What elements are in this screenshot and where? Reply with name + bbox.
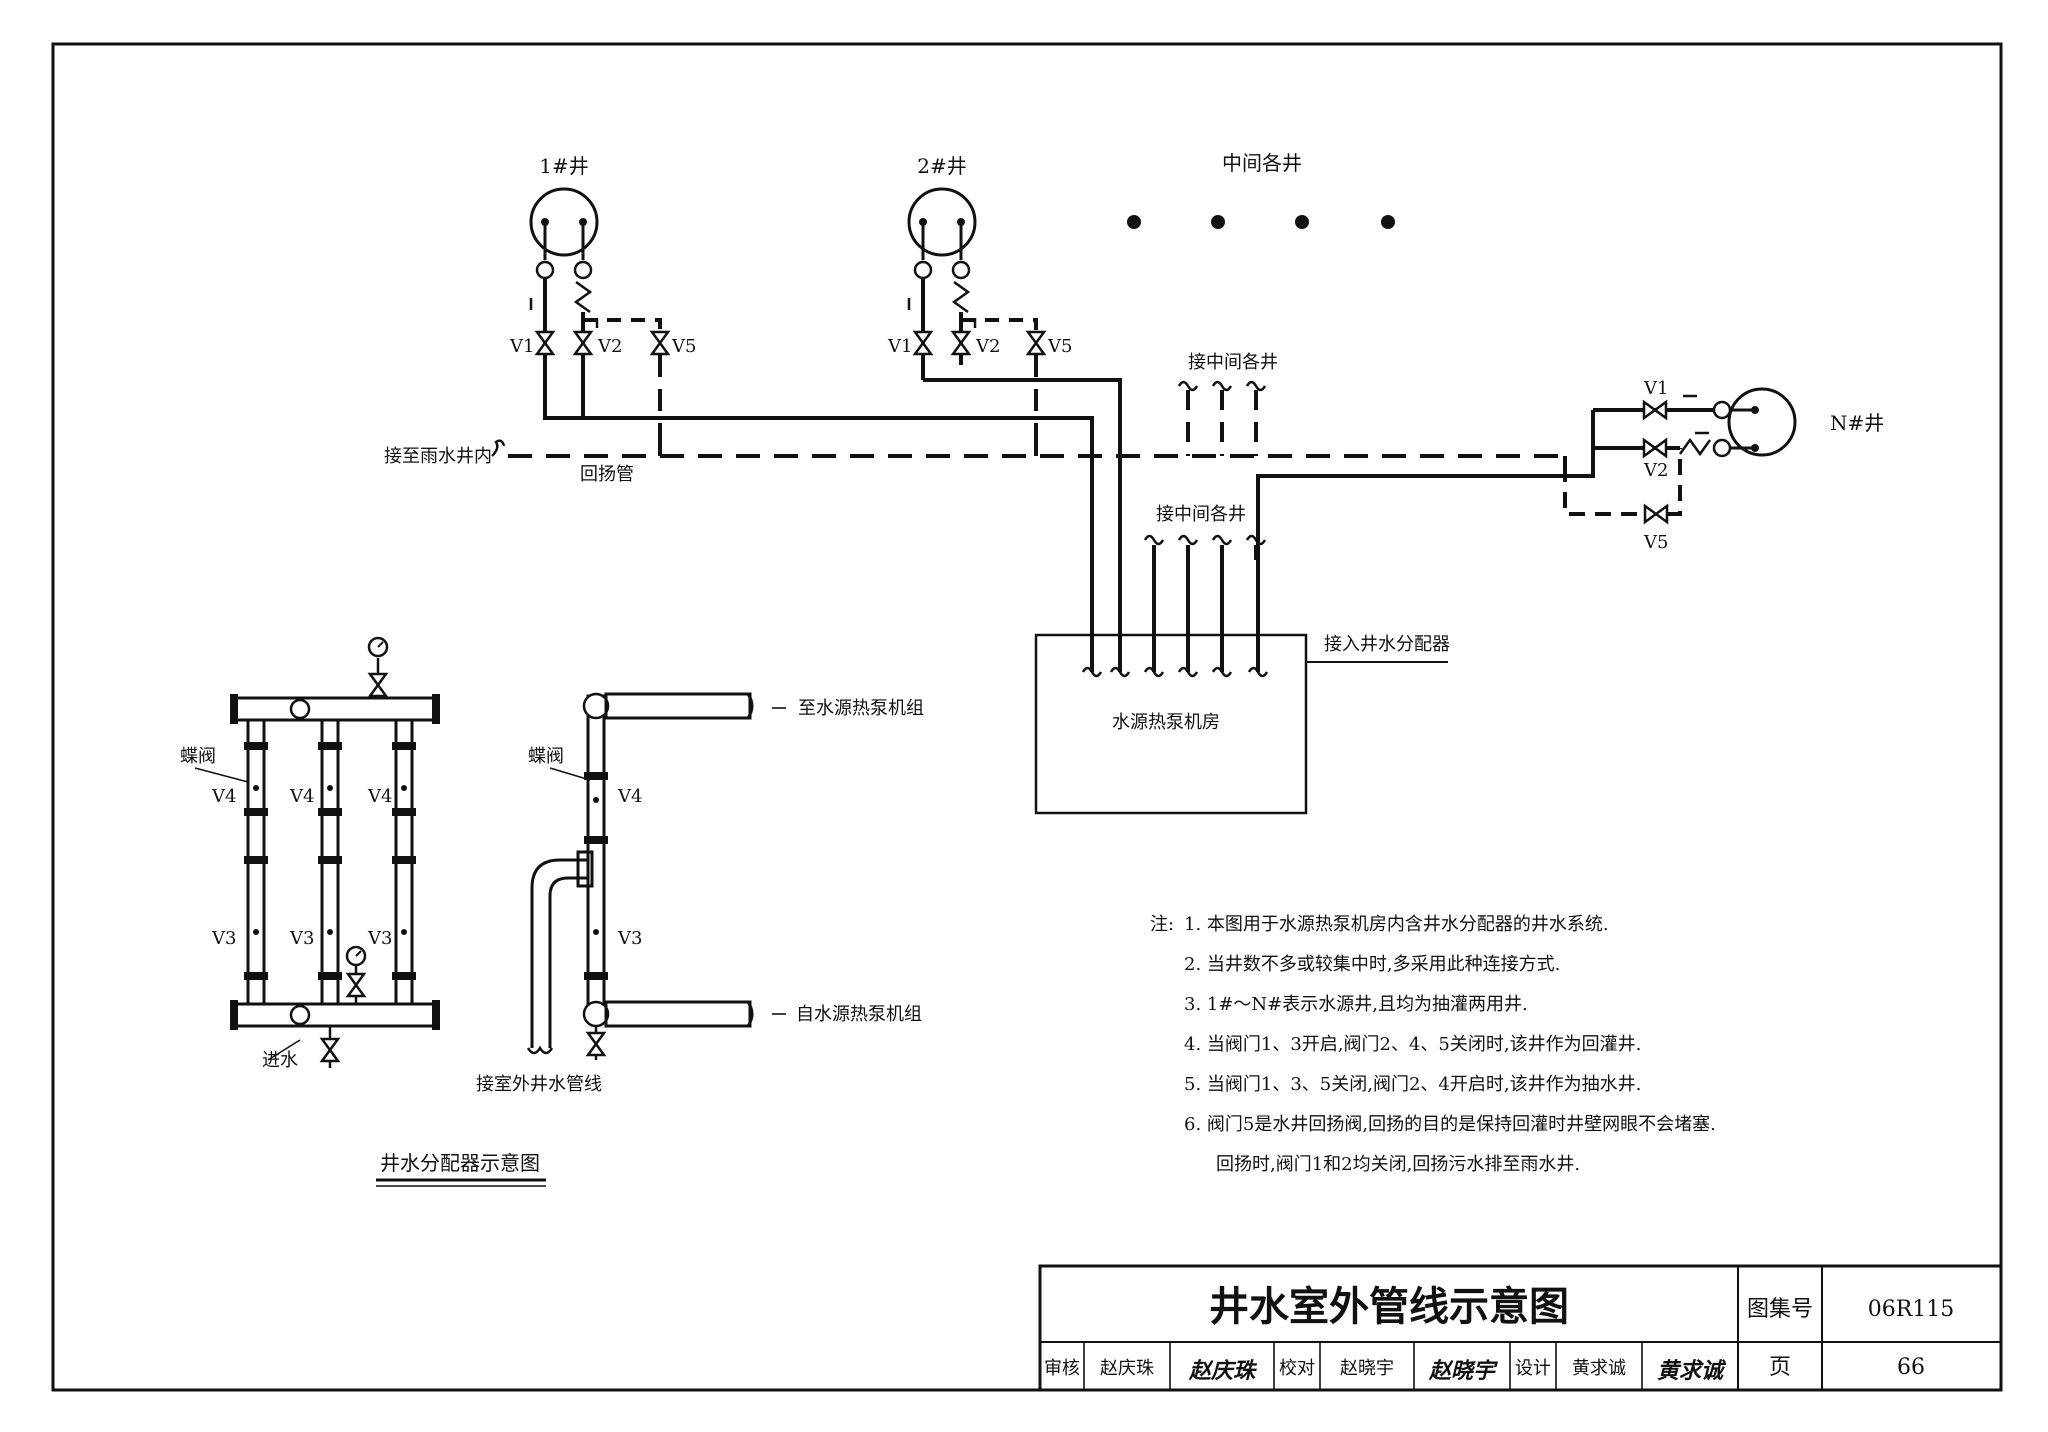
checker-name: 赵晓宇: [1340, 1358, 1394, 1379]
well-1-circle: [529, 187, 599, 257]
v4-label-2: V4: [289, 786, 314, 807]
to-rain-well-label: 接至雨水井内: [384, 446, 492, 467]
well-n-label: N#井: [1830, 411, 1884, 435]
valve-v2-label-welln: V2: [1643, 460, 1668, 481]
well-n: [1563, 387, 1797, 524]
page-number: 66: [1897, 1355, 1925, 1380]
notes: 注: 1. 本图用于水源热泵机房内含井水分配器的井水系统. 2. 当井数不多或较…: [1150, 914, 1716, 1175]
checker-signature: 赵晓宇: [1428, 1358, 1498, 1384]
butterfly-valve-label-right: 蝶阀: [528, 746, 564, 767]
backflush-pipe-label: 回扬管: [580, 464, 634, 485]
valve-v5-label-well2: V5: [1047, 336, 1072, 357]
distributor-diagram: [194, 636, 440, 1068]
valve-v2-label-well2: V2: [975, 336, 1000, 357]
review-label: 审核: [1044, 1358, 1080, 1379]
valve-v1-label-welln: V1: [1643, 378, 1668, 399]
backflush-pipe: [491, 380, 1567, 466]
v4-label-1: V4: [211, 786, 236, 807]
atlas-number: 06R115: [1868, 1297, 1955, 1322]
butterfly-valve-label-left: 蝶阀: [180, 746, 216, 767]
main-pipes: [545, 378, 1595, 678]
middle-wells-label: 中间各井: [1222, 151, 1302, 175]
outdoor-pipe-label: 接室外井水管线: [476, 1074, 602, 1095]
well-2-circle: [907, 187, 977, 257]
title-block: [1038, 1264, 2003, 1392]
page-label: 页: [1769, 1355, 1791, 1380]
note-3: 3. 1#～N#表示水源井,且均为抽灌两用井.: [1184, 994, 1528, 1015]
middle-wells-dots: [1127, 215, 1395, 229]
reviewer-signature: 赵庆珠: [1188, 1358, 1258, 1384]
design-label: 设计: [1515, 1358, 1551, 1379]
note-4: 4. 当阀门1、3开启,阀门2、4、5关闭时,该井作为回灌井.: [1184, 1034, 1641, 1055]
well-1: [529, 187, 670, 440]
machine-room-box: [1034, 633, 1308, 815]
well-n-circle: [1727, 387, 1797, 457]
note-1: 1. 本图用于水源热泵机房内含井水分配器的井水系统.: [1184, 914, 1609, 935]
note-6: 6. 阀门5是水井回扬阀,回扬的目的是保持回灌时井壁网眼不会堵塞.: [1184, 1114, 1716, 1135]
v3-label-3: V3: [367, 928, 392, 949]
sheet-border: [51, 42, 2003, 1392]
valve-v5-label-well1: V5: [671, 336, 696, 357]
valve-v5-label-welln: V5: [1643, 532, 1668, 553]
well-2: [907, 187, 1046, 440]
well-1-label: 1#井: [539, 154, 588, 178]
designer-name: 黄求诚: [1572, 1358, 1626, 1379]
valve-v2-label-well1: V2: [597, 336, 622, 357]
note-5: 5. 当阀门1、3、5关闭,阀门2、4开启时,该井作为抽水井.: [1184, 1074, 1641, 1095]
connect-middle-upper-label: 接中间各井: [1188, 352, 1278, 373]
v3-label-side: V3: [617, 928, 642, 949]
check-label: 校对: [1279, 1358, 1315, 1379]
well-2-label: 2#井: [917, 154, 966, 178]
designer-signature: 黄求诚: [1657, 1358, 1727, 1384]
valve-v1-label-well1: V1: [509, 336, 534, 357]
connect-distributor-label: 接入井水分配器: [1324, 634, 1450, 655]
machine-room-label: 水源热泵机房: [1112, 712, 1220, 733]
note-6-continued: 回扬时,阀门1和2均关闭,回扬污水排至雨水井.: [1216, 1154, 1580, 1175]
from-heat-pump-label: 自水源热泵机组: [796, 1004, 922, 1025]
note-2: 2. 当井数不多或较集中时,多采用此种连接方式.: [1184, 954, 1560, 975]
v3-label-2: V3: [289, 928, 314, 949]
connect-middle-lower-label: 接中间各井: [1156, 504, 1246, 525]
v4-label-3: V4: [367, 786, 392, 807]
v4-label-side: V4: [617, 786, 642, 807]
reviewer-name: 赵庆珠: [1100, 1358, 1154, 1379]
valve-v1-label-well2: V1: [887, 336, 912, 357]
notes-prefix: 注:: [1150, 914, 1174, 935]
atlas-number-label: 图集号: [1747, 1297, 1813, 1322]
distributor-side-view: [526, 692, 786, 1060]
v3-label-1: V3: [211, 928, 236, 949]
drawing-title: 井水室外管线示意图: [1209, 1283, 1569, 1330]
water-inlet-label: 进水: [262, 1050, 298, 1071]
distributor-title: 井水分配器示意图: [380, 1151, 540, 1175]
to-heat-pump-label: 至水源热泵机组: [798, 698, 924, 719]
